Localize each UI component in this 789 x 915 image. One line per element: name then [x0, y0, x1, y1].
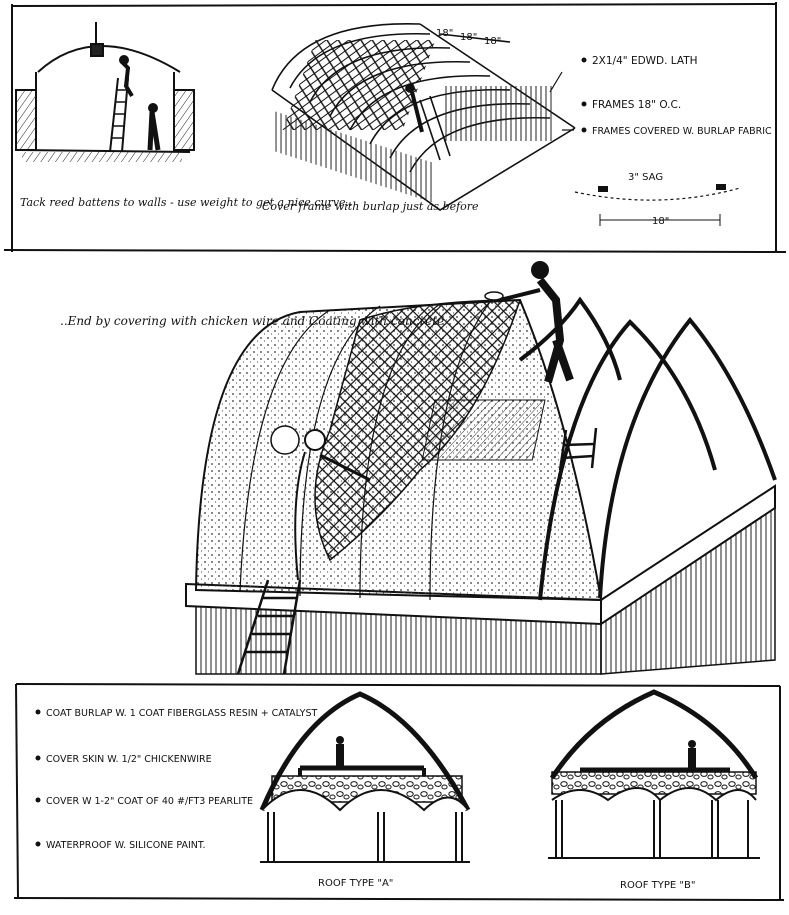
spacing-dimension: 18" 18" 18" — [436, 28, 501, 47]
step-1: COAT BURLAP W. 1 COAT FIBERGLASS RESIN +… — [46, 708, 317, 719]
top-panel: Tack reed battens to walls - use weight … — [3, 2, 787, 253]
process-steps: COAT BURLAP W. 1 COAT FIBERGLASS RESIN +… — [35, 708, 317, 851]
chicken-wire — [314, 299, 522, 562]
bottom-panel: COAT BURLAP W. 1 COAT FIBERGLASS RESIN +… — [13, 683, 785, 901]
legend-frames-spacing: FRAMES 18" O.C. — [592, 99, 681, 111]
svg-text:18": 18" — [460, 32, 477, 43]
roof-b-label: ROOF TYPE "B" — [620, 880, 695, 891]
section-note: Tack reed battens to walls - use weight … — [20, 196, 353, 209]
frame-sketch — [271, 23, 576, 211]
framing-legend: 2X1/4" EDWD. LATH FRAMES 18" O.C. FRAMES… — [549, 55, 772, 137]
scaffold-deck — [421, 399, 546, 461]
roof-type-b-section: ROOF TYPE "B" — [548, 689, 760, 891]
svg-text:18": 18" — [484, 36, 501, 47]
svg-text:18": 18" — [436, 28, 453, 39]
bucket-icon — [270, 425, 300, 455]
open-frames — [518, 296, 777, 601]
legend-lath: 2X1/4" EDWD. LATH — [592, 55, 698, 67]
ladder — [236, 427, 598, 675]
panel-border-top — [11, 3, 777, 7]
step-2: COVER SKIN W. 1/2" CHICKENWIRE — [46, 754, 212, 765]
roof-type-a-section: ROOF TYPE "A" — [259, 691, 471, 889]
sag-detail: 3" SAG 18" — [574, 172, 741, 227]
roof-a-label: ROOF TYPE "A" — [318, 878, 393, 889]
worker-top — [484, 261, 574, 384]
construction-scene: ..End by covering with chicken wire and … — [60, 261, 777, 675]
step-4: WATERPROOF W. SILICONE PAINT. — [46, 840, 206, 851]
legend-frames-covered: FRAMES COVERED W. BURLAP FABRIC — [592, 126, 772, 137]
svg-text:3" SAG: 3" SAG — [628, 172, 663, 183]
svg-text:18": 18" — [652, 216, 669, 227]
section-sketch — [15, 22, 195, 162]
step-3: COVER W 1-2" COAT OF 40 #/FT3 PEARLITE — [46, 796, 253, 807]
worker-ladder — [270, 425, 371, 581]
frame-note: Cover frame with burlap just as before — [262, 200, 479, 213]
